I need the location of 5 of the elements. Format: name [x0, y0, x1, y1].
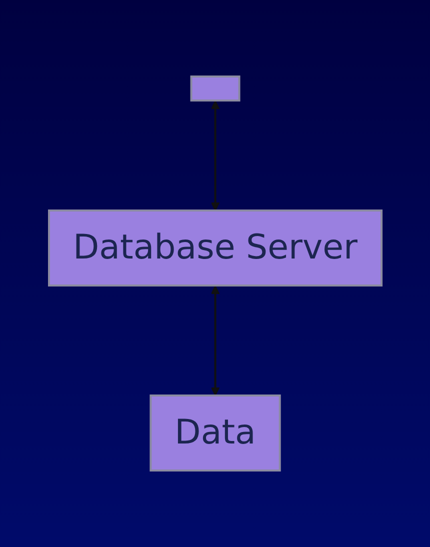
node-box: Data: [149, 394, 281, 472]
arrow: [210, 286, 220, 396]
node-box: Database Server: [48, 210, 382, 286]
arrow: [210, 100, 220, 211]
node-box: [190, 76, 240, 102]
